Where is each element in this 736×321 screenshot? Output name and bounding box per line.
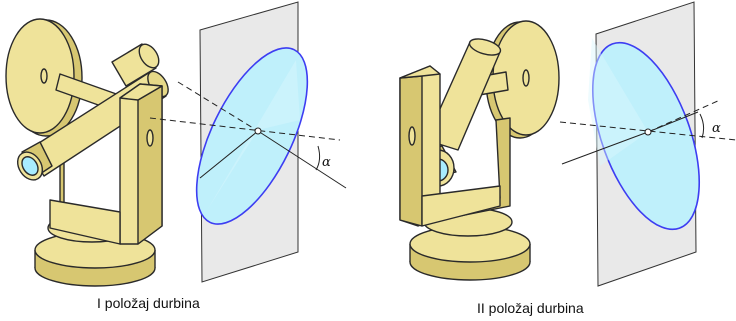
left-vertical-circle: [5, 18, 83, 137]
right-instrument: [399, 20, 560, 281]
left-caption: I položaj durbina: [97, 295, 200, 311]
right-frame-front: [399, 65, 501, 227]
left-projection-plane: [195, 1, 309, 283]
left-frame-front: [49, 83, 163, 245]
right-vertical-circle: [485, 20, 560, 139]
right-base: [409, 207, 531, 281]
left-axis-lines: [149, 81, 347, 189]
left-instrument: [5, 18, 169, 287]
right-axis-lines: [559, 99, 736, 165]
right-angle-label: α: [712, 121, 721, 136]
left-angle-label: α: [322, 155, 331, 170]
right-caption: II položaj durbina: [477, 300, 584, 316]
right-projection-plane: [588, 1, 701, 287]
